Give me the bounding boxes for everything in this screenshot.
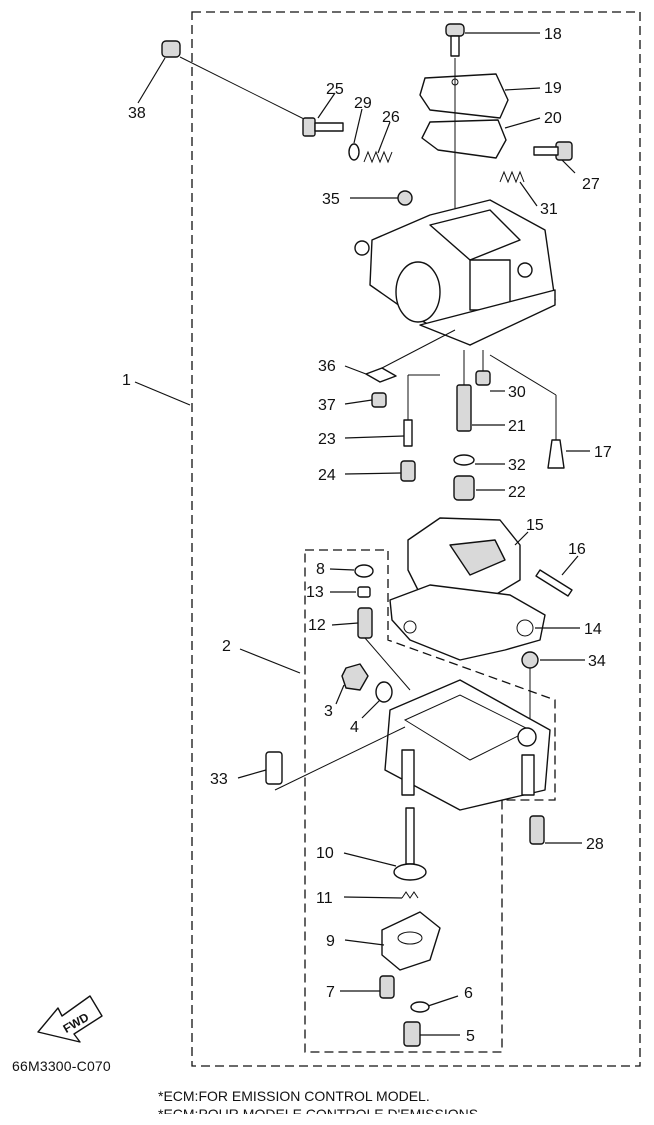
callout-27: 27: [582, 176, 600, 193]
part-33-screw: [265, 726, 406, 791]
part-9-cover: [381, 911, 441, 971]
fwd-arrow-icon: FWD: [37, 995, 103, 1043]
part-14-gasket: [389, 584, 546, 661]
callout-7: 7: [326, 984, 335, 1001]
part-34-plug: [521, 651, 539, 730]
callout-3: 3: [324, 703, 333, 720]
part-27-throttle-screw: [533, 141, 573, 161]
callout-21: 21: [508, 418, 526, 435]
callout-14: 14: [584, 621, 602, 638]
part-36-plate: [365, 329, 456, 383]
callout-15: 15: [526, 517, 544, 534]
callout-11: 11: [316, 890, 333, 907]
part-23-pilot-jet: [403, 374, 440, 447]
part-31-spring: [499, 170, 525, 184]
callout-24: 24: [318, 467, 336, 484]
callout-17: 17: [594, 444, 612, 461]
callout-31: 31: [540, 201, 558, 218]
part-29-o-ring: [348, 143, 360, 161]
diagram-code: 66M3300-C070: [12, 1058, 111, 1074]
callout-32: 32: [508, 457, 526, 474]
part-18-screw: [445, 23, 465, 57]
part-19-cover: [419, 73, 509, 119]
part-24-plug: [400, 460, 416, 482]
callout-1: 1: [122, 372, 131, 389]
callout-10: 10: [316, 845, 334, 862]
part-8-clip: [354, 564, 374, 578]
callout-4: 4: [350, 719, 359, 736]
callout-20: 20: [544, 110, 562, 127]
part-float-chamber: [384, 679, 551, 811]
callout-38: 38: [128, 105, 146, 122]
group-outline-float-chamber: [304, 549, 556, 1053]
part-4-gasket: [375, 681, 393, 703]
callout-18: 18: [544, 26, 562, 43]
callout-19: 19: [544, 80, 562, 97]
part-11-spring: [401, 891, 419, 899]
callout-33: 33: [210, 771, 228, 788]
callout-8: 8: [316, 561, 325, 578]
callout-26: 26: [382, 109, 400, 126]
callout-28: 28: [586, 836, 604, 853]
callout-29: 29: [354, 95, 372, 112]
callout-37: 37: [318, 397, 336, 414]
callout-34: 34: [588, 653, 606, 670]
part-32-o-ring: [453, 454, 475, 466]
callout-36: 36: [318, 358, 336, 375]
part-16-pin: [535, 569, 573, 597]
part-30-screw: [475, 350, 491, 386]
part-20-gasket: [421, 119, 507, 159]
part-28-screw: [529, 815, 545, 845]
emission-note-en: *ECM:FOR EMISSION CONTROL MODEL.: [158, 1088, 430, 1104]
part-6-washer: [410, 1001, 430, 1013]
callout-numbers: 1 2 3 4 5 6 7 8 9 10 11 12 13 14 15 16 1…: [122, 26, 612, 1045]
part-38-cap: [161, 40, 311, 123]
part-25-pilot-screw: [302, 117, 344, 137]
callout-2: 2: [222, 638, 231, 655]
callout-30: 30: [508, 384, 526, 401]
callout-23: 23: [318, 431, 336, 448]
callout-22: 22: [508, 484, 526, 501]
part-37-screw: [371, 392, 387, 408]
leader-lines: [134, 32, 590, 1036]
callout-9: 9: [326, 933, 335, 950]
part-35-screw: [397, 190, 413, 206]
callout-13: 13: [306, 584, 324, 601]
callout-6: 6: [464, 985, 473, 1002]
part-17-needle-valve: [489, 354, 565, 469]
group-outline-main: [191, 11, 641, 1067]
part-26-spring: [363, 150, 393, 164]
callout-35: 35: [322, 191, 340, 208]
callout-5: 5: [466, 1028, 475, 1045]
part-carburetor-body: [354, 199, 556, 346]
part-7-screw: [379, 975, 395, 999]
callout-12: 12: [308, 617, 326, 634]
part-22-main-jet: [453, 475, 475, 501]
part-10-plunger: [393, 807, 427, 881]
callout-25: 25: [326, 81, 344, 98]
part-3-nut: [341, 663, 369, 691]
callout-16: 16: [568, 541, 586, 558]
part-21-main-nozzle: [456, 350, 472, 432]
part-5-screw: [403, 1021, 421, 1047]
emission-note-fr: *ECM:POUR MODELE CONTROLE D'EMISSIONS: [158, 1106, 479, 1114]
part-13-cap: [357, 586, 371, 598]
